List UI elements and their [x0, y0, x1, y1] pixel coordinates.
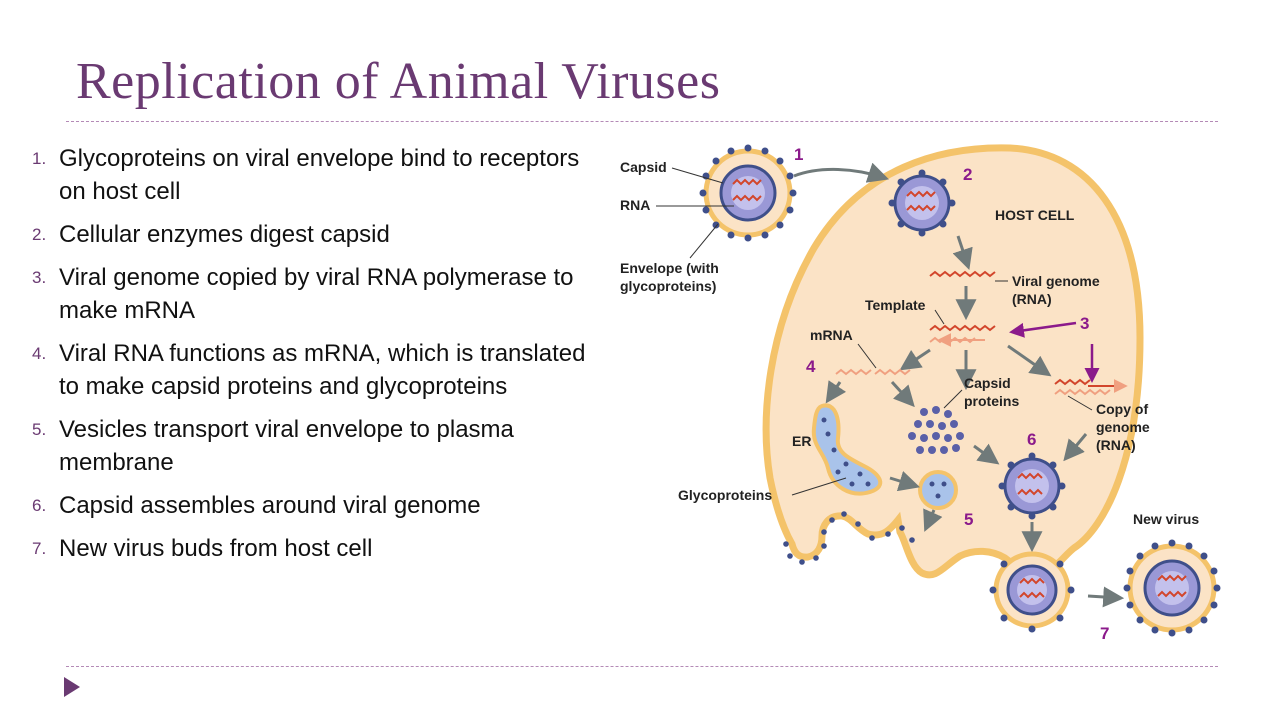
- template-label: Template: [865, 297, 926, 313]
- step-item: 1. Glycoproteins on viral envelope bind t…: [30, 142, 590, 208]
- membrane-glycoproteins: [783, 511, 915, 565]
- step-number: 3.: [32, 268, 47, 287]
- step-number: 6.: [32, 496, 47, 515]
- entered-virus: [888, 169, 956, 237]
- step-number: 2.: [32, 225, 47, 244]
- step-text: Vesicles transport viral envelope to pla…: [59, 416, 514, 476]
- er-label: ER: [792, 433, 811, 449]
- step-item: 6. Capsid assembles around viral genome: [30, 489, 590, 522]
- step-number: 1.: [32, 149, 47, 168]
- step-marker-5: 5: [964, 510, 973, 529]
- step-text: New virus buds from host cell: [59, 535, 373, 562]
- step-item: 2. Cellular enzymes digest capsid: [30, 218, 590, 251]
- mrna-label: mRNA: [810, 327, 853, 343]
- step-item: 4. Viral RNA functions as mRNA, which is …: [30, 337, 590, 403]
- title-divider: [66, 121, 1218, 122]
- capsid-proteins: [908, 406, 964, 454]
- step-text: Cellular enzymes digest capsid: [59, 221, 390, 248]
- genome-copy-label: Copy of genome (RNA): [1096, 401, 1154, 453]
- step-item: 3. Viral genome copied by viral RNA polym…: [30, 261, 590, 327]
- step-text: Glycoproteins on viral envelope bind to …: [59, 145, 580, 205]
- budding-virus: [989, 551, 1075, 633]
- step-text: Viral genome copied by viral RNA polymer…: [59, 264, 574, 324]
- step-marker-6: 6: [1027, 430, 1036, 449]
- step-marker-7: 7: [1100, 624, 1109, 643]
- incoming-virus: [699, 144, 797, 242]
- viral-genome-rna: [929, 270, 996, 278]
- viral-genome-label: Viral genome (RNA): [1012, 273, 1104, 307]
- step-item: 7. New virus buds from host cell: [30, 532, 590, 565]
- step-marker-3: 3: [1080, 314, 1089, 333]
- rna-label: RNA: [620, 197, 650, 213]
- new-virus: [1123, 539, 1221, 637]
- step-marker-1: 1: [794, 145, 803, 164]
- capsid-label: Capsid: [620, 159, 667, 175]
- step-item: 5. Vesicles transport viral envelope to p…: [30, 413, 590, 479]
- host-cell-label: HOST CELL: [995, 207, 1075, 223]
- step-number: 5.: [32, 420, 47, 439]
- envelope-label: Envelope (with glycoproteins): [620, 260, 723, 294]
- step-number: 7.: [32, 539, 47, 558]
- transport-vesicle: [918, 470, 958, 510]
- capsid-proteins-label: Capsid proteins: [964, 375, 1019, 409]
- play-icon: [64, 677, 80, 697]
- endoplasmic-reticulum: [811, 403, 883, 496]
- footer-divider: [66, 666, 1218, 667]
- glycoproteins-label: Glycoproteins: [678, 487, 772, 503]
- mrna-strand-1: [835, 368, 872, 376]
- new-virus-label: New virus: [1133, 511, 1199, 527]
- genome-copy-rna: [1054, 388, 1111, 396]
- step-number: 4.: [32, 344, 47, 363]
- step-marker-2: 2: [963, 165, 972, 184]
- step-text: Viral RNA functions as mRNA, which is tr…: [59, 340, 586, 400]
- assembling-virus: [998, 452, 1066, 520]
- steps-list: 1. Glycoproteins on viral envelope bind t…: [30, 142, 590, 575]
- step-text: Capsid assembles around viral genome: [59, 492, 481, 519]
- slide-title: Replication of Animal Viruses: [76, 53, 721, 110]
- host-cell-membrane: [762, 144, 1144, 579]
- step-marker-4: 4: [806, 357, 816, 376]
- mrna-strand-2: [874, 368, 911, 376]
- virus-replication-diagram: Capsid RNA Envelope (with glycoproteins)…: [620, 144, 1221, 643]
